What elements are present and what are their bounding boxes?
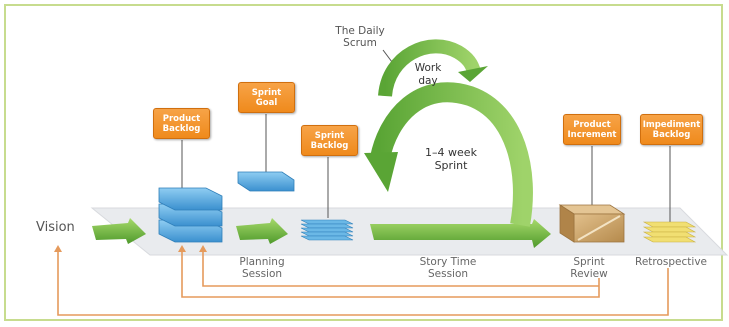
impediment-backlog-stack	[642, 221, 697, 243]
sprint-cycle-loop	[364, 39, 533, 227]
feedback-line-review	[181, 250, 600, 298]
retrospective-caption: Retrospective	[635, 256, 707, 268]
story-time-session-caption: Story Time Session	[419, 256, 477, 280]
product-increment-box	[558, 204, 626, 243]
diagram-frame	[4, 4, 723, 321]
connector-lines	[181, 49, 671, 222]
sprint-review-caption: Sprint Review	[570, 256, 608, 280]
sprint-length-caption: 1–4 week Sprint	[425, 146, 477, 172]
sprint-goal-slab	[237, 171, 295, 192]
arrowhead-icon	[199, 245, 207, 252]
sprint-goal-label: Sprint Goal	[238, 82, 295, 113]
sprint-arrow	[370, 219, 551, 248]
feedback-loops	[57, 250, 669, 316]
product-increment-label: Product Increment	[563, 114, 621, 145]
feedback-line-retrospective	[57, 250, 669, 316]
arrowhead-icon	[54, 245, 62, 252]
planning-session-caption: Planning Session	[239, 256, 285, 280]
daily-scrum-arrowhead-icon	[458, 66, 488, 82]
impediment-backlog-label: Impediment Backlog	[640, 114, 703, 145]
vision-caption: Vision	[36, 220, 75, 235]
sprint-backlog-stack	[300, 219, 354, 241]
flow-arrow-planning	[236, 218, 288, 244]
sprint-cycle-arrowhead-icon	[364, 152, 398, 192]
sprint-backlog-label: Sprint Backlog	[301, 125, 358, 156]
flow-arrow-vision	[92, 218, 146, 244]
product-backlog-stack	[158, 187, 223, 243]
arrowhead-icon	[178, 245, 186, 252]
feedback-arrowheads	[54, 245, 207, 252]
work-day-caption: Work day	[414, 62, 442, 87]
feedback-line-review-planning	[202, 250, 599, 287]
product-backlog-label: Product Backlog	[153, 108, 210, 139]
daily-scrum-caption: The Daily Scrum	[335, 25, 385, 49]
